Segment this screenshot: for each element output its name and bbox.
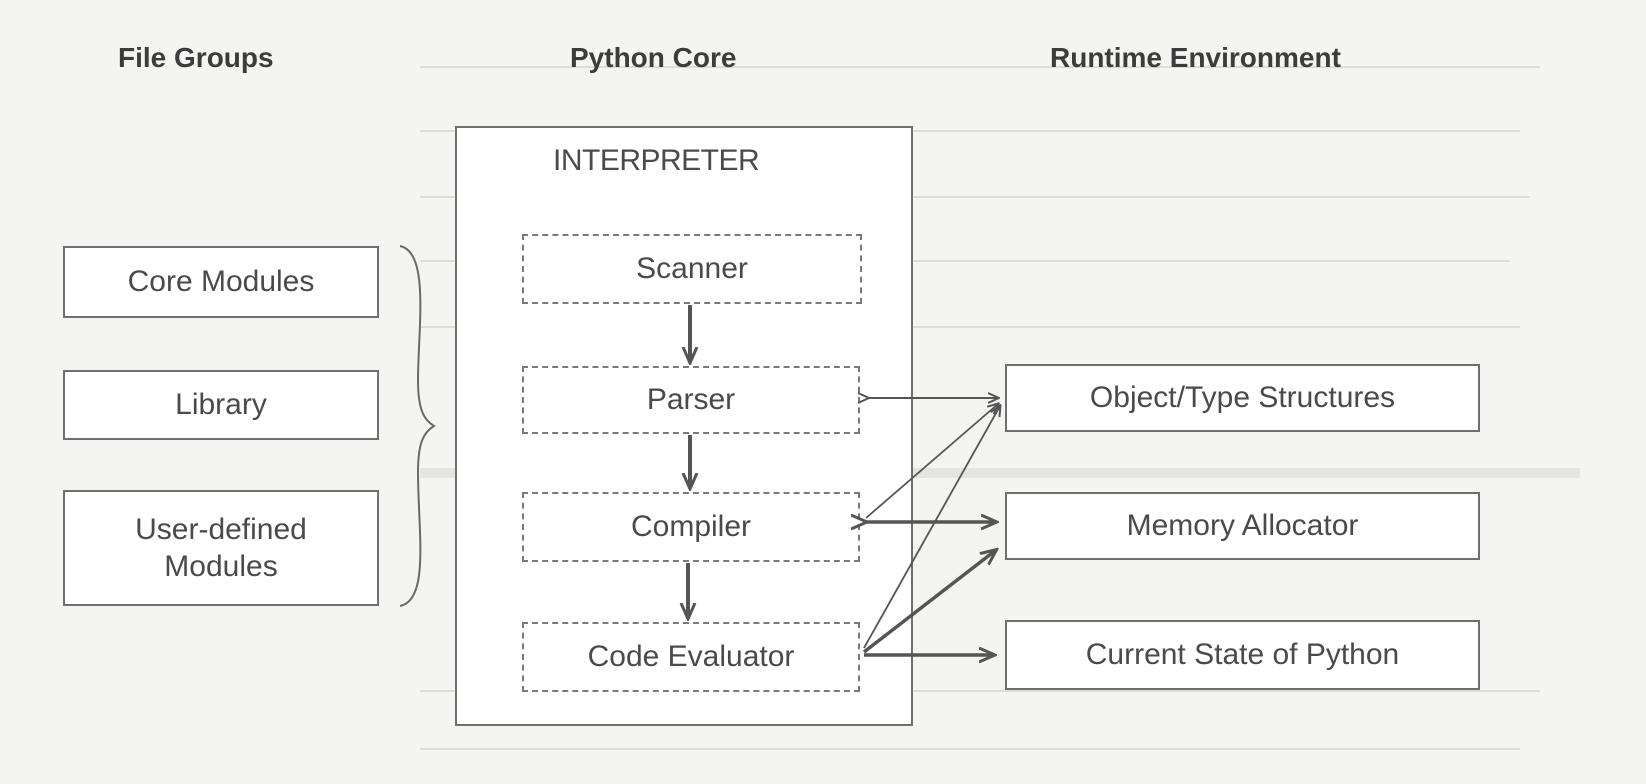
file-groups-heading: File Groups [118, 42, 274, 73]
background-line [420, 196, 1530, 198]
library-label: Library [175, 388, 267, 422]
memory-allocator-box: Memory Allocator [1005, 492, 1480, 560]
background-line [420, 748, 1520, 750]
interpreter-label: INTERPRETER [553, 144, 760, 177]
background-line [420, 260, 1510, 262]
background-line [420, 66, 1540, 68]
code-evaluator-box: Code Evaluator [522, 622, 860, 692]
compiler-label: Compiler [630, 510, 752, 543]
memory-allocator-label: Memory Allocator [1126, 509, 1359, 543]
background-line [420, 690, 1540, 692]
code-evaluator-label: Code Evaluator [587, 640, 795, 673]
library-box: Library [63, 370, 379, 440]
core-modules-label: Core Modules [127, 265, 315, 299]
core-modules-box: Core Modules [63, 246, 379, 318]
background-line [420, 326, 1520, 328]
grouping-brace [399, 245, 436, 607]
evaluator-memory-link [862, 550, 996, 654]
scanner-label: Scanner [636, 252, 748, 285]
compiler-object-link [865, 404, 998, 519]
compiler-box: Compiler [522, 492, 860, 562]
user-defined-modules-box: User-defined Modules [63, 490, 379, 606]
object-type-structures-label: Object/Type Structures [1089, 381, 1396, 415]
user-defined-label-line2: Modules [164, 550, 278, 583]
current-state-label: Current State of Python [1085, 638, 1400, 672]
runtime-environment-heading: Runtime Environment [1050, 42, 1341, 73]
python-core-heading: Python Core [570, 42, 737, 73]
user-defined-label-line1: User-defined [135, 512, 307, 546]
background-line [420, 130, 1520, 132]
background-line [420, 468, 1580, 478]
current-state-box: Current State of Python [1005, 620, 1480, 690]
scanner-box: Scanner [522, 234, 862, 304]
object-type-structures-box: Object/Type Structures [1005, 364, 1480, 432]
parser-box: Parser [522, 366, 860, 434]
evaluator-object-link [863, 406, 1000, 649]
parser-label: Parser [646, 383, 736, 416]
